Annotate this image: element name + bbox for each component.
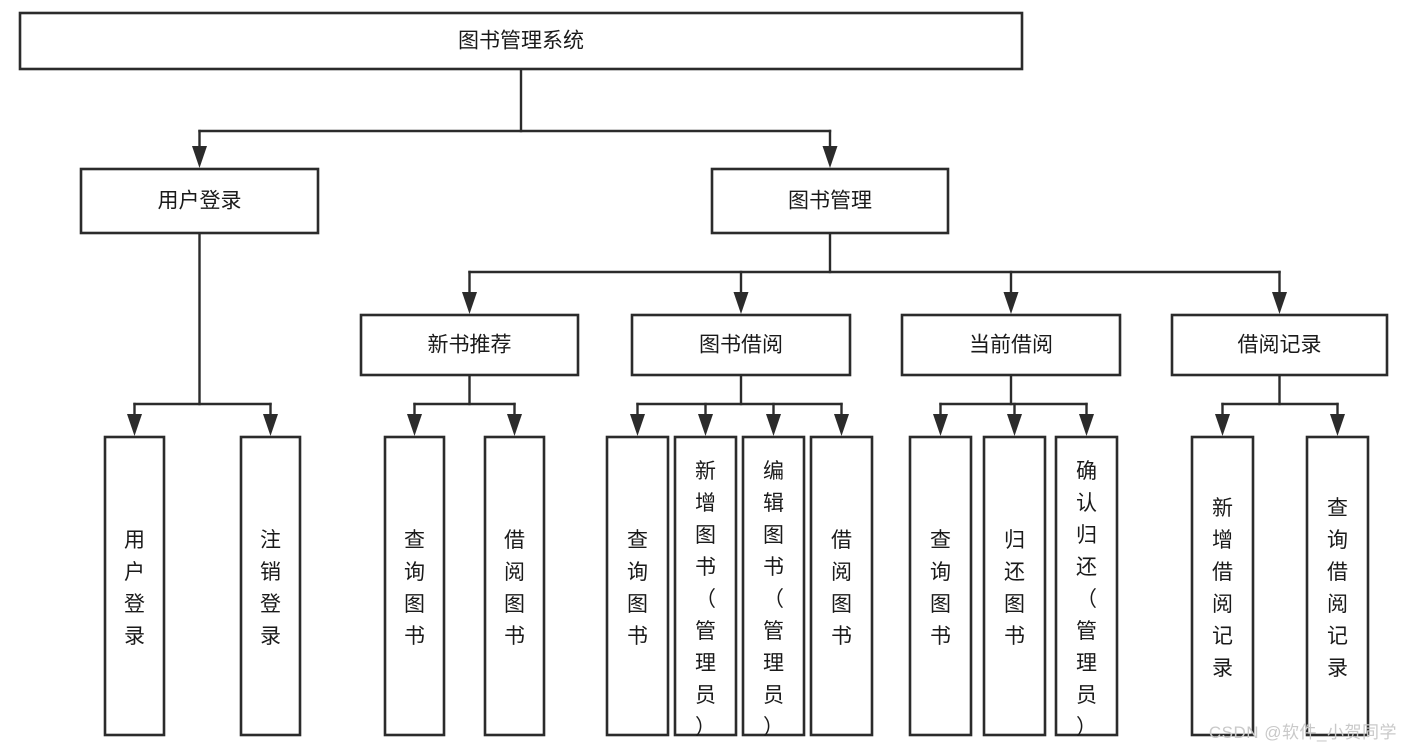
node-label: 用户登录 [124, 529, 145, 648]
diagram-node-leaf-borrow-book-rec[interactable]: 借阅图书 [483, 435, 546, 737]
node-label: 借阅图书 [831, 529, 852, 648]
node-label: 图书管理 [788, 190, 872, 213]
csdn-watermark: CSDN @软件_小贺同学 [1208, 723, 1397, 742]
node-box[interactable] [18, 11, 1024, 71]
node-box[interactable] [741, 435, 806, 737]
arrow-head-icon [698, 414, 713, 436]
arrow-head-icon [507, 414, 522, 436]
diagram-node-leaf-borrow-book[interactable]: 借阅图书 [809, 435, 874, 737]
diagram-node-leaf-return-book[interactable]: 归还图书 [982, 435, 1047, 737]
diagram-node-new-book-recommend[interactable]: 新书推荐 [359, 313, 580, 377]
node-label: 图书管理系统 [458, 30, 584, 53]
arrow-head-icon [462, 292, 477, 314]
node-box[interactable] [1054, 435, 1119, 737]
diagram-node-leaf-query-book-rec[interactable]: 查询图书 [383, 435, 446, 737]
node-label: 确认归还（管理员） [1076, 460, 1097, 739]
node-label: 查询图书 [404, 529, 425, 648]
arrow-head-icon [1007, 414, 1022, 436]
diagram-node-leaf-edit-book[interactable]: 编辑图书（管理员） [741, 435, 806, 739]
node-label: 注销登录 [260, 529, 281, 648]
node-box[interactable] [900, 313, 1122, 377]
node-box[interactable] [710, 167, 950, 235]
arrow-head-icon [192, 146, 207, 168]
node-label: 新增借阅记录 [1212, 497, 1233, 680]
node-box[interactable] [383, 435, 446, 737]
node-box[interactable] [809, 435, 874, 737]
node-label: 查询图书 [930, 529, 951, 648]
diagram-node-root[interactable]: 图书管理系统 [18, 11, 1024, 71]
arrow-head-icon [834, 414, 849, 436]
arrow-head-icon [822, 146, 838, 168]
node-box[interactable] [1170, 313, 1389, 377]
node-box[interactable] [359, 313, 580, 377]
arrow-head-icon [630, 414, 645, 436]
node-box[interactable] [239, 435, 302, 737]
node-label: 图书借阅 [699, 334, 783, 357]
node-box[interactable] [908, 435, 973, 737]
diagram-node-user-login[interactable]: 用户登录 [79, 167, 320, 235]
node-label: 借阅记录 [1238, 334, 1322, 357]
diagram-node-leaf-query-book-cur[interactable]: 查询图书 [908, 435, 973, 737]
arrow-head-icon [733, 292, 749, 314]
arrow-head-icon [1079, 414, 1094, 436]
diagram-node-leaf-logout[interactable]: 注销登录 [239, 435, 302, 737]
node-label: 借阅图书 [504, 529, 525, 648]
arrow-head-icon [1003, 292, 1019, 314]
arrow-head-icon [407, 414, 422, 436]
diagram-node-leaf-user-login[interactable]: 用户登录 [103, 435, 166, 737]
node-label: 查询图书 [627, 529, 648, 648]
diagram-node-book-manage[interactable]: 图书管理 [710, 167, 950, 235]
arrow-head-icon [1272, 292, 1287, 314]
diagram-node-leaf-query-record[interactable]: 查询借阅记录 [1305, 435, 1370, 737]
arrow-head-icon [263, 414, 278, 436]
node-label: 编辑图书（管理员） [763, 460, 784, 739]
diagram-node-leaf-add-record[interactable]: 新增借阅记录 [1190, 435, 1255, 737]
node-label: 查询借阅记录 [1327, 497, 1348, 680]
node-label: 用户登录 [158, 190, 242, 213]
arrow-head-icon [127, 414, 142, 436]
node-label: 归还图书 [1004, 529, 1025, 648]
diagram-node-leaf-confirm-return[interactable]: 确认归还（管理员） [1054, 435, 1119, 739]
node-box[interactable] [630, 313, 852, 377]
node-label: 当前借阅 [969, 334, 1053, 357]
edge-layer [127, 67, 1345, 436]
diagram-node-borrow-record[interactable]: 借阅记录 [1170, 313, 1389, 377]
diagram-node-book-borrow[interactable]: 图书借阅 [630, 313, 852, 377]
node-label: 新增图书（管理员） [695, 460, 716, 739]
node-label: 新书推荐 [428, 334, 512, 357]
arrow-head-icon [1215, 414, 1230, 436]
arrow-head-icon [1330, 414, 1345, 436]
node-box[interactable] [673, 435, 738, 737]
diagram-node-current-borrow[interactable]: 当前借阅 [900, 313, 1122, 377]
node-box[interactable] [79, 167, 320, 235]
arrow-head-icon [933, 414, 948, 436]
node-box[interactable] [1305, 435, 1370, 737]
arrow-head-icon [766, 414, 781, 436]
node-box[interactable] [982, 435, 1047, 737]
diagram-node-leaf-add-book[interactable]: 新增图书（管理员） [673, 435, 738, 739]
node-layer: 图书管理系统用户登录图书管理新书推荐图书借阅当前借阅借阅记录用户登录注销登录查询… [18, 11, 1389, 739]
node-box[interactable] [605, 435, 670, 737]
diagram-node-leaf-query-book-borrow[interactable]: 查询图书 [605, 435, 670, 737]
node-box[interactable] [483, 435, 546, 737]
node-box[interactable] [1190, 435, 1255, 737]
node-box[interactable] [103, 435, 166, 737]
